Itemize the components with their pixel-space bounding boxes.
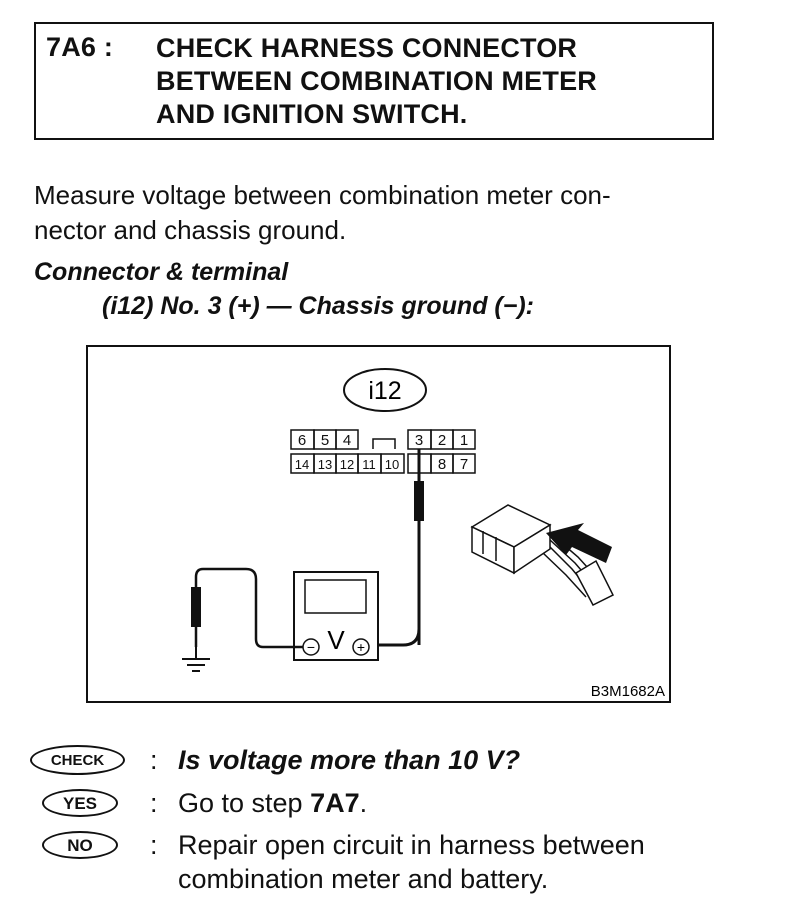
step-title-line-3: AND IGNITION SWITCH.	[156, 99, 468, 129]
terminal-number: 2	[438, 432, 446, 449]
arrow-icon	[546, 523, 612, 563]
check-badge: CHECK	[30, 745, 125, 775]
diagram-svg: i12 6 5 4 3 2 1 14	[182, 368, 665, 700]
terminal-number: 3	[415, 432, 423, 449]
yes-colon: :	[150, 788, 158, 818]
connector-housing-side	[513, 523, 551, 575]
terminal-number: 5	[321, 432, 329, 449]
connector-lock-tab	[372, 438, 396, 449]
yes-text-prefix: Go to step	[178, 788, 311, 818]
step-title: CHECK HARNESS CONNECTOR BETWEEN COMBINAT…	[156, 32, 597, 131]
terminal-number: 8	[438, 456, 446, 473]
voltmeter-display	[304, 579, 367, 614]
terminal-number: 6	[298, 432, 306, 449]
terminal-cell	[335, 429, 359, 450]
yes-badge: YES	[42, 789, 118, 817]
terminal-number: 4	[343, 432, 351, 449]
voltmeter-plus-terminal	[352, 638, 370, 656]
terminal-number: 14	[295, 457, 309, 472]
check-question: Is voltage more than 10 V?	[178, 745, 521, 775]
terminal-number: 1	[460, 432, 468, 449]
no-badge: NO	[42, 831, 118, 859]
yes-action: Go to step 7A7.	[178, 786, 367, 820]
harness-sleeve	[575, 559, 615, 606]
figure-code: B3M1682A	[591, 683, 665, 700]
terminal-cell	[452, 429, 476, 450]
no-text-line-1: Repair open circuit in harness between	[178, 830, 645, 860]
connector-terminal-heading: Connector & terminal	[34, 258, 289, 286]
yes-text-suffix: .	[359, 788, 368, 818]
harness-wires	[542, 532, 599, 598]
meter-plus-sign: +	[357, 639, 365, 655]
step-title-box: 7A6 : CHECK HARNESS CONNECTOR BETWEEN CO…	[34, 22, 714, 140]
terminal-cell	[380, 453, 405, 474]
positive-probe-tip	[414, 481, 424, 521]
voltmeter-body	[293, 571, 379, 661]
terminal-cell	[452, 453, 476, 474]
connector-terminal-spec: (i12) No. 3 (+) — Chassis ground (−):	[102, 292, 534, 320]
wiring-diagram: i12 6 5 4 3 2 1 14	[86, 345, 671, 703]
terminal-number: 7	[460, 456, 468, 473]
terminal-number: 13	[318, 457, 332, 472]
instruction-paragraph: Measure voltage between combination mete…	[34, 178, 734, 248]
instruction-line-2: nector and chassis ground.	[34, 215, 347, 245]
step-code: 7A6 :	[46, 32, 114, 62]
meter-minus-sign: −	[307, 639, 315, 655]
instruction-line-1: Measure voltage between combination mete…	[34, 180, 611, 210]
no-colon: :	[150, 830, 158, 860]
no-action: Repair open circuit in harness between c…	[178, 828, 645, 896]
terminal-number: 12	[340, 457, 354, 472]
no-text-line-2: combination meter and battery.	[178, 864, 549, 894]
check-colon: :	[150, 745, 158, 775]
terminal-number: 10	[385, 457, 399, 472]
negative-lead	[194, 567, 303, 649]
terminal-number: 11	[362, 457, 376, 472]
step-title-line-2: BETWEEN COMBINATION METER	[156, 66, 597, 96]
connector-id-ellipse	[343, 368, 427, 412]
positive-lead	[350, 628, 421, 647]
meter-symbol: V	[327, 625, 345, 655]
connector-id-label: i12	[368, 377, 401, 405]
harness-connector-illustration	[470, 504, 615, 606]
connector-face	[290, 429, 476, 474]
yes-step-link: 7A7	[310, 788, 360, 818]
terminal-numbers: 6 5 4 3 2 1 14 13 12 11 10 8 7	[295, 432, 468, 473]
negative-probe-tip	[191, 587, 201, 627]
step-title-line-1: CHECK HARNESS CONNECTOR	[156, 33, 578, 63]
